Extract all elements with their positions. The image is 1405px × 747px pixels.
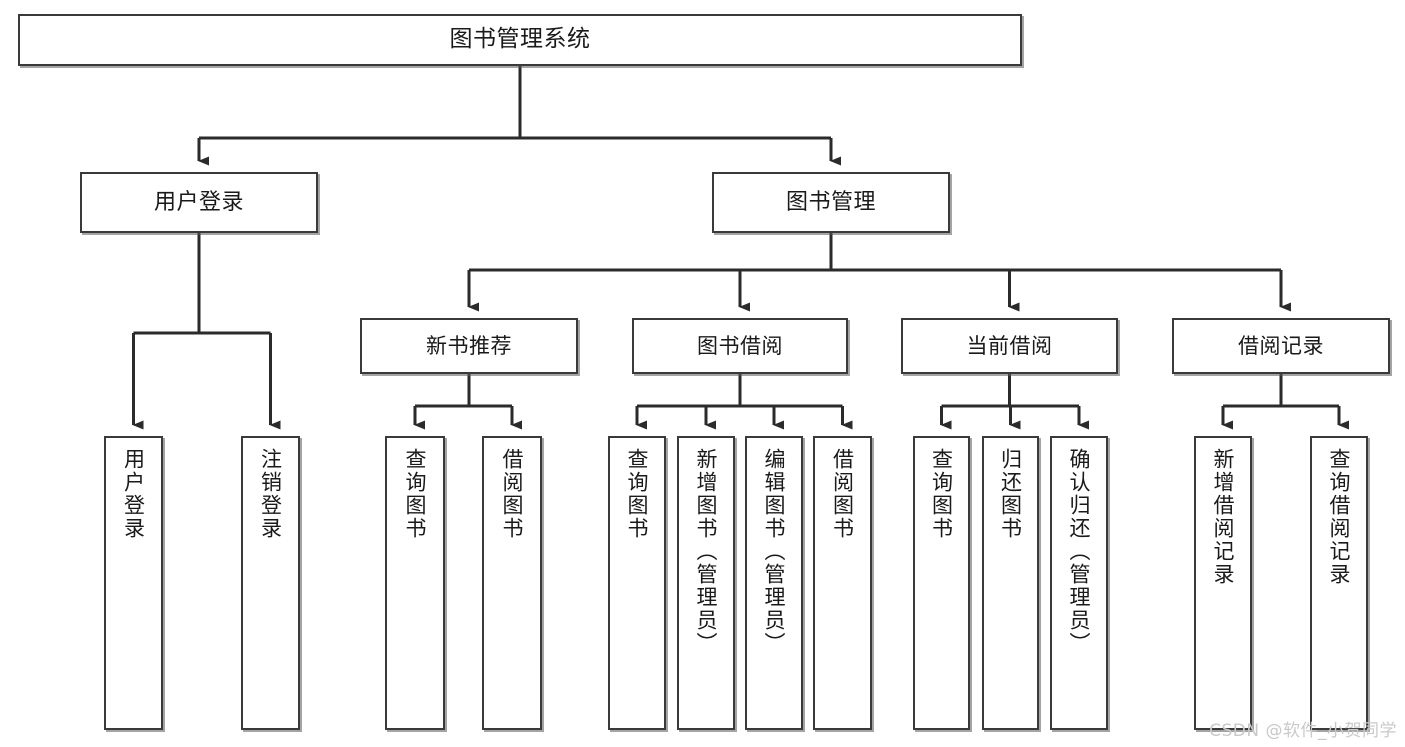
- node-leaf7[interactable]: 编辑图书（管理员）: [745, 436, 803, 730]
- node-l3c[interactable]: 当前借阅: [901, 318, 1118, 374]
- node-leaf12[interactable]: 新增借阅记录: [1194, 436, 1252, 730]
- node-leaf13[interactable]: 查询借阅记录: [1310, 436, 1368, 730]
- node-leaf4[interactable]: 借阅图书: [482, 436, 542, 730]
- node-label: 新增借阅记录: [1211, 448, 1236, 586]
- node-leaf3[interactable]: 查询图书: [385, 436, 445, 730]
- node-label: 用户登录: [153, 189, 244, 215]
- node-l3b[interactable]: 图书借阅: [632, 318, 848, 374]
- node-label: 当前借阅: [966, 333, 1053, 358]
- node-l2a[interactable]: 用户登录: [80, 172, 318, 233]
- node-leaf10[interactable]: 归还图书: [982, 436, 1039, 730]
- node-label: 编辑图书（管理员）: [762, 448, 787, 655]
- node-label: 新增图书（管理员）: [694, 448, 719, 655]
- watermark: CSDN @软件_小贺同学: [1209, 721, 1397, 741]
- node-l3d[interactable]: 借阅记录: [1172, 318, 1390, 374]
- node-l2b[interactable]: 图书管理: [712, 172, 950, 233]
- node-label: 图书管理系统: [449, 26, 591, 53]
- node-leaf6[interactable]: 新增图书（管理员）: [677, 436, 735, 730]
- node-label: 确认归还（管理员）: [1067, 448, 1092, 655]
- node-label: 新书推荐: [426, 333, 512, 358]
- node-label: 查询图书: [403, 448, 428, 540]
- node-label: 查询图书: [625, 448, 650, 540]
- node-leaf1[interactable]: 用户登录: [104, 436, 163, 730]
- node-leaf2[interactable]: 注销登录: [241, 436, 300, 730]
- node-label: 借阅记录: [1238, 333, 1324, 358]
- node-label: 归还图书: [998, 448, 1023, 540]
- node-label: 图书管理: [785, 189, 876, 215]
- node-label: 注销登录: [258, 448, 283, 540]
- node-leaf11[interactable]: 确认归还（管理员）: [1050, 436, 1108, 730]
- node-label: 借阅图书: [500, 448, 525, 540]
- node-leaf5[interactable]: 查询图书: [608, 436, 666, 730]
- node-label: 用户登录: [121, 448, 146, 540]
- node-label: 图书借阅: [697, 333, 783, 358]
- node-l3a[interactable]: 新书推荐: [360, 318, 578, 374]
- node-leaf9[interactable]: 查询图书: [913, 436, 970, 730]
- node-leaf8[interactable]: 借阅图书: [813, 436, 872, 730]
- node-label: 借阅图书: [830, 448, 855, 540]
- node-root[interactable]: 图书管理系统: [18, 14, 1022, 66]
- node-label: 查询图书: [929, 448, 954, 540]
- node-label: 查询借阅记录: [1327, 448, 1352, 586]
